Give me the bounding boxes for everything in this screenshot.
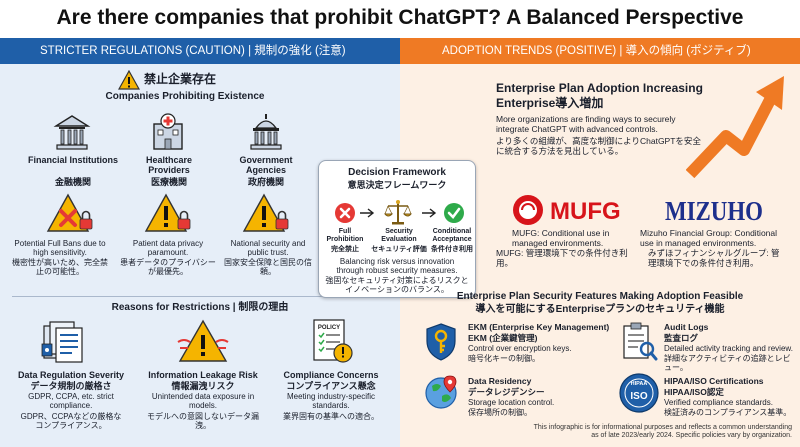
feature-desc-audit-jp: 詳細なアクティビティの追跡とレビュー。	[664, 354, 791, 372]
step-evaluation-jp: セキュリティ評価	[371, 246, 427, 253]
prohibiting-heading-jp: 禁止企業存在	[144, 72, 217, 86]
feature-desc-ekm: Control over encryption keys.	[468, 344, 572, 353]
mizuho-desc: Mizuho Financial Group: Conditional use …	[640, 228, 778, 248]
adoption-title: Enterprise Plan Adoption Increasing	[496, 81, 703, 95]
sector-name-government-jp: 政府機関	[247, 177, 284, 187]
sector-desc-government-jp: 国家安全保障と国民の信頼。	[224, 258, 312, 276]
feature-title-certs-jp: HIPAA/ISO認定	[664, 387, 724, 397]
sector-name-government: Government Agencies	[239, 155, 293, 176]
sector-desc-healthcare: Patient data privacy paramount.	[132, 239, 204, 257]
svg-text:MUFG: MUFG	[550, 198, 620, 225]
sector-name-healthcare-jp: 医療機関	[150, 177, 187, 187]
sector-desc-healthcare-jp: 患者データのプライバシーが最優先。	[120, 258, 216, 276]
reason-title-compliance-jp: コンプライアンス懸念	[286, 381, 376, 391]
svg-text:MIZUHO: MIZUHO	[665, 196, 763, 226]
step-evaluation: Security Evaluation	[381, 228, 417, 243]
audit-log-icon	[623, 322, 658, 361]
feature-title-residency: Data Residency	[468, 376, 532, 386]
reason-desc-regulation: GDPR, CCPA, etc. strict compliance.	[28, 392, 114, 410]
bank-icon	[53, 115, 91, 150]
check-icon	[444, 203, 464, 223]
sector-name-financial-jp: 金融機関	[54, 177, 91, 187]
framework-desc: Balancing risk versus innovation through…	[336, 257, 458, 275]
sector-desc-government: National security and public trust.	[230, 239, 306, 257]
section-divider	[12, 296, 388, 297]
feature-title-certs: HIPAA/ISO Certifications	[664, 376, 764, 386]
right-section-header: ADOPTION TRENDS (POSITIVE) | 導入の傾向 (ポジティ…	[400, 38, 800, 64]
government-building-icon	[250, 114, 282, 150]
hipaa-badge-text: HIPAA	[631, 381, 648, 387]
security-warning-icon	[242, 193, 289, 232]
iso-badge-text: ISO	[630, 391, 647, 402]
mufg-logo: MUFG	[513, 195, 620, 225]
prohibit-x-icon	[335, 203, 355, 223]
sector-desc-financial-jp: 機密性が高いため、完全禁止の可能性。	[12, 258, 108, 276]
framework-title: Decision Framework	[348, 167, 446, 178]
step-prohibition-jp: 完全禁止	[331, 246, 359, 253]
arrow-right-icon	[422, 208, 437, 218]
decision-framework-card	[318, 160, 476, 298]
mufg-desc-jp: MUFG: 管理環境下での条件付き利用。	[496, 248, 628, 268]
step-prohibition: Full Prohibition	[326, 228, 364, 243]
globe-location-icon	[425, 375, 457, 409]
adoption-desc: More organizations are finding ways to s…	[496, 114, 676, 134]
feature-title-audit-jp: 監査ログ	[664, 333, 699, 343]
feature-desc-ekm-jp: 暗号化キーの制御。	[468, 354, 540, 363]
reason-desc-compliance: Meeting industry-specific standards.	[286, 392, 376, 410]
step-acceptance-jp: 条件付き利用	[431, 246, 473, 253]
step-acceptance: Conditional Acceptance	[432, 228, 472, 243]
key-shield-icon	[426, 323, 456, 361]
arrow-right-icon	[360, 208, 375, 218]
privacy-warning-icon	[144, 193, 191, 232]
feature-title-audit: Audit Logs	[664, 322, 709, 332]
reason-title-regulation: Data Regulation Severity	[17, 370, 125, 380]
feature-desc-audit: Detailed activity tracking and review.	[664, 344, 793, 353]
leakage-warning-icon	[177, 319, 229, 362]
scales-icon	[384, 200, 412, 225]
mufg-desc: MUFG: Conditional use in managed environ…	[512, 228, 610, 248]
reason-desc-regulation-jp: GDPR、CCPAなどの厳格なコンプライアンス。	[20, 412, 122, 430]
features-heading: Enterprise Plan Security Features Making…	[456, 291, 744, 302]
hospital-icon	[153, 113, 183, 150]
feature-desc-certs: Verified compliance standards.	[664, 398, 773, 407]
framework-title-jp: 意思決定フレームワーク	[347, 180, 447, 190]
left-section-header: STRICTER REGULATIONS (CAUTION) | 規制の強化 (…	[0, 38, 400, 64]
policy-label: POLICY	[318, 325, 340, 331]
adoption-desc-jp: より多くの組織が、高度な制御によりChatGPTを安全に統合する方法を見出してい…	[496, 136, 701, 156]
framework-desc-jp: 強固なセキュリティ対策によるリスクとイノベーションのバランス。	[325, 276, 469, 294]
reason-title-leakage-jp: 情報漏洩リスク	[171, 381, 235, 391]
mizuho-desc-jp: みずほフィナンシャルグループ: 管理環境下での条件付き利用。	[648, 248, 780, 268]
mizuho-logo: MIZUHO	[665, 196, 763, 226]
reason-title-leakage: Information Leakage Risk	[148, 370, 258, 380]
reason-title-regulation-jp: データ規制の厳格さ	[30, 381, 112, 391]
sector-desc-financial: Potential Full Bans due to high sensitiv…	[14, 239, 106, 257]
reason-desc-leakage: Unintended data exposure in models.	[151, 392, 255, 410]
prohibiting-heading-en: Companies Prohibiting Existence	[105, 91, 265, 102]
reason-title-compliance: Compliance Concerns	[283, 370, 379, 380]
feature-title-ekm: EKM (Enterprise Key Management)	[468, 322, 610, 332]
ban-warning-icon	[46, 193, 93, 232]
documents-icon	[41, 321, 83, 363]
feature-desc-certs-jp: 検証済みのコンプライアンス基準。	[664, 408, 792, 417]
page-title: Are there companies that prohibit ChatGP…	[56, 6, 744, 29]
reasons-heading: Reasons for Restrictions | 制限の理由	[111, 302, 289, 313]
feature-desc-residency: Storage location control.	[468, 398, 555, 407]
feature-desc-residency-jp: 保存場所の制御。	[468, 408, 532, 417]
feature-title-residency-jp: データレジデンシー	[468, 387, 545, 397]
footnote: This infographic is for informational pu…	[533, 424, 792, 439]
reason-desc-leakage-jp: モデルへの意図しないデータ漏洩。	[147, 412, 259, 430]
warning-icon	[118, 70, 140, 90]
trend-up-arrow-icon	[686, 76, 784, 178]
feature-title-ekm-jp: EKM (企業鍵管理)	[468, 333, 538, 343]
policy-document-icon: POLICY	[313, 319, 353, 363]
features-heading-jp: 導入を可能にするEnterpriseプランのセキュリティ機能	[475, 304, 725, 315]
sector-name-healthcare: Healthcare Providers	[145, 155, 193, 176]
certification-badge-icon: HIPAA ISO	[619, 373, 659, 413]
adoption-title-jp: Enterprise導入増加	[496, 96, 604, 110]
reason-desc-compliance-jp: 業界固有の基準への適合。	[283, 412, 379, 421]
sector-name-financial: Financial Institutions	[28, 155, 119, 165]
